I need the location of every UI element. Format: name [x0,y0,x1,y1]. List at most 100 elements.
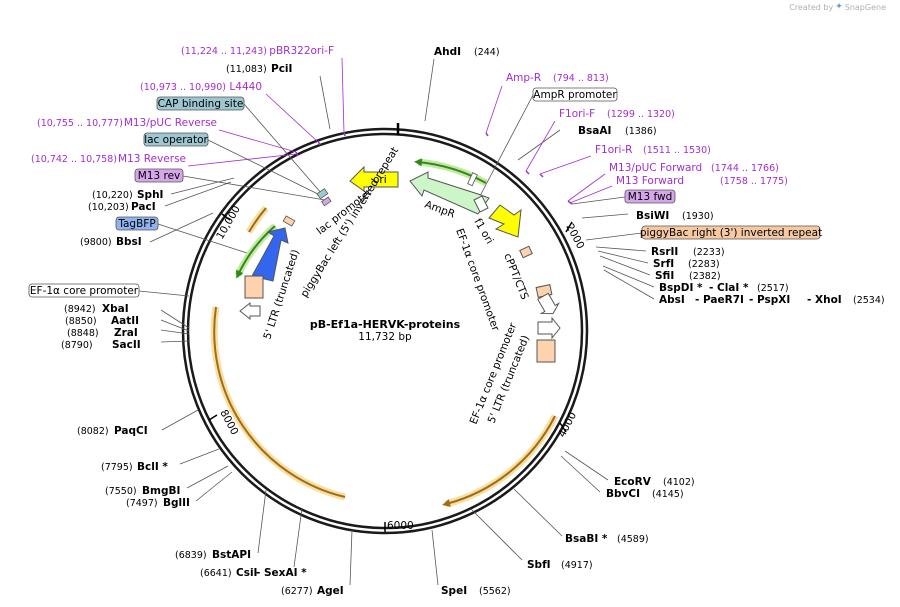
enzyme-paqci-label: PaqCI [114,425,148,437]
ampr-feature [409,171,490,215]
ef1a-right-promoter-1 [537,292,560,315]
enzyme-bspdi-label: BspDI * [659,282,703,294]
primer-site-m13-rev [295,151,299,157]
enzyme-pcii-leader [319,75,331,130]
enzyme-ahdi-label: AhdI [434,46,461,58]
tick-6000: 6000 [387,520,414,532]
primer-amp-r-leader [485,85,503,134]
enzyme-csii-label: CsiI [236,567,257,579]
primer-site-f1ori-f [525,170,530,175]
feature-box-ampr-promoter [532,87,618,102]
enzyme-separator: - [709,282,713,294]
enzyme-ecorv-coord: (4102) [663,477,695,488]
enzyme-xhoi-label: XhoI [815,294,842,306]
label-ef1a-promoter-1: EF-1α core promoter [453,227,502,333]
orf-small [248,207,267,233]
enzyme-bglii-label: BglII [163,497,190,509]
enzyme-bbsi-leader [149,212,214,243]
outer-labels: AhdI(244)PciI(11,083)BsaAI(1386)BsiWI(19… [28,45,885,597]
orf-left [213,306,346,498]
piggybac-left-shape [282,215,296,227]
enzyme-sbfi-label: SbfI [527,559,551,571]
tick-2000: 2000 [563,222,586,251]
feature-box-ef-1-core-promoter [28,283,140,298]
enzyme-xbai-label: XbaI [102,303,129,315]
feature-box-cap-binding-site [156,96,245,111]
ampr-small-shape [467,172,478,187]
lac-operator-shape [316,188,329,200]
enzyme-sacii-label: SacII [112,339,141,351]
enzyme-bmgbi-label: BmgBI [142,485,180,497]
primer-m13-reverse-label: M13 Reverse [118,153,186,165]
primer-m13-forward-leader [569,185,613,204]
feature-box-m13-rev-leader [182,175,326,201]
enzyme-bcli-label: BclI * [137,461,168,473]
leader-lines [138,57,655,586]
enzyme-pcii-coord: (11,083) [226,64,267,75]
feature-box-tagbfp-label: TagBFP [117,218,155,230]
enzyme-separator: - [256,567,260,579]
primer-site-f1ori-r [539,173,544,178]
enzyme-bbvci-label: BbvCI [606,488,640,500]
feature-box-cap-binding-site-label: CAP binding site [158,98,244,110]
enzyme-separator: - [749,294,753,306]
enzyme-srfi-leader [597,250,649,264]
enzyme-sexai-label: SexAI * [264,567,307,579]
enzyme-bcli-leader [179,448,220,465]
enzyme-bcli-coord: (7795) [101,462,133,473]
credit-prefix: Created by [789,2,834,12]
enzyme-pspxi-label: PspXI [757,294,790,306]
ef1a-left-promoter [239,301,261,321]
enzyme-aatii-label: AatII [111,315,139,327]
feature-box-lac-operator-leader [207,139,323,197]
enzyme-srfi-coord: (2283) [688,259,720,270]
ori-feature [349,165,399,192]
plasmid-length: 11,732 bp [358,331,412,343]
label-piggybac-left: piggyBac left (5') inverted repeat [298,145,401,300]
enzyme-rsrii-leader [595,246,647,252]
feature-box-lac-operator-label: lac operator [144,134,208,146]
enzyme-sfii-leader [599,255,651,276]
enzyme-bbvci-leader [560,455,601,493]
tick-mark-8000 [208,414,218,421]
primer-f1ori-f-coord: (1299 .. 1320) [607,109,675,120]
label-ori: ori [373,174,387,186]
enzyme-csii-leader [293,507,303,568]
enzyme-sphi-leader [170,177,235,195]
tick-mark-4000 [559,422,567,433]
enzyme-paqci-leader [161,409,199,431]
feature-shapes [210,158,561,508]
snapgene-credit: Created by ✦ SnapGene [789,2,886,12]
primer-site-m13-fwd [567,200,573,205]
enzyme-bsaai-leader [517,129,561,161]
m13-rev-shape [321,196,332,207]
enzyme-sfii-coord: (2382) [689,271,721,282]
enzyme-spei-leader [431,529,439,586]
enzyme-agei-coord: (6277) [281,586,313,597]
enzyme-xbai-coord: (8942) [64,304,96,315]
snapgene-logo-icon: ✦ [835,2,843,12]
enzyme-bsabi-leader [513,488,563,537]
enzyme-bmgbi-leader [186,465,229,489]
primer-pbr322ori-f-coord: (11,224 .. 11,243) [181,46,267,57]
enzyme-agei-label: AgeI [317,585,344,597]
feature-box-tagbfp-leader [157,223,251,255]
primer-sites [295,131,573,205]
feature-box-m13-rev-label: M13 rev [138,170,181,182]
enzyme-sbfi-leader [470,508,523,561]
label-f1-ori: f1 ori [471,217,495,247]
label-cppt: cPPT/CTS [501,252,531,302]
primer-f1ori-r-coord: (1511 .. 1530) [643,145,711,156]
feature-box-lac-operator [143,132,209,147]
enzyme-separator: - [695,294,699,306]
enzyme-spei-coord: (5562) [479,586,511,597]
feature-box-ampr-promoter-leader [479,94,534,197]
ltr-right-box [536,339,556,363]
enzyme-paci-label: PacI [131,201,156,213]
enzyme-zrai-label: ZraI [114,327,138,339]
enzyme-zrai-leader [160,329,190,335]
enzyme-sacii-leader [160,340,190,343]
primer-m13-puc-reverse-label: M13/pUC Reverse [124,117,217,129]
feature-box-m13-fwd-leader [571,196,626,205]
